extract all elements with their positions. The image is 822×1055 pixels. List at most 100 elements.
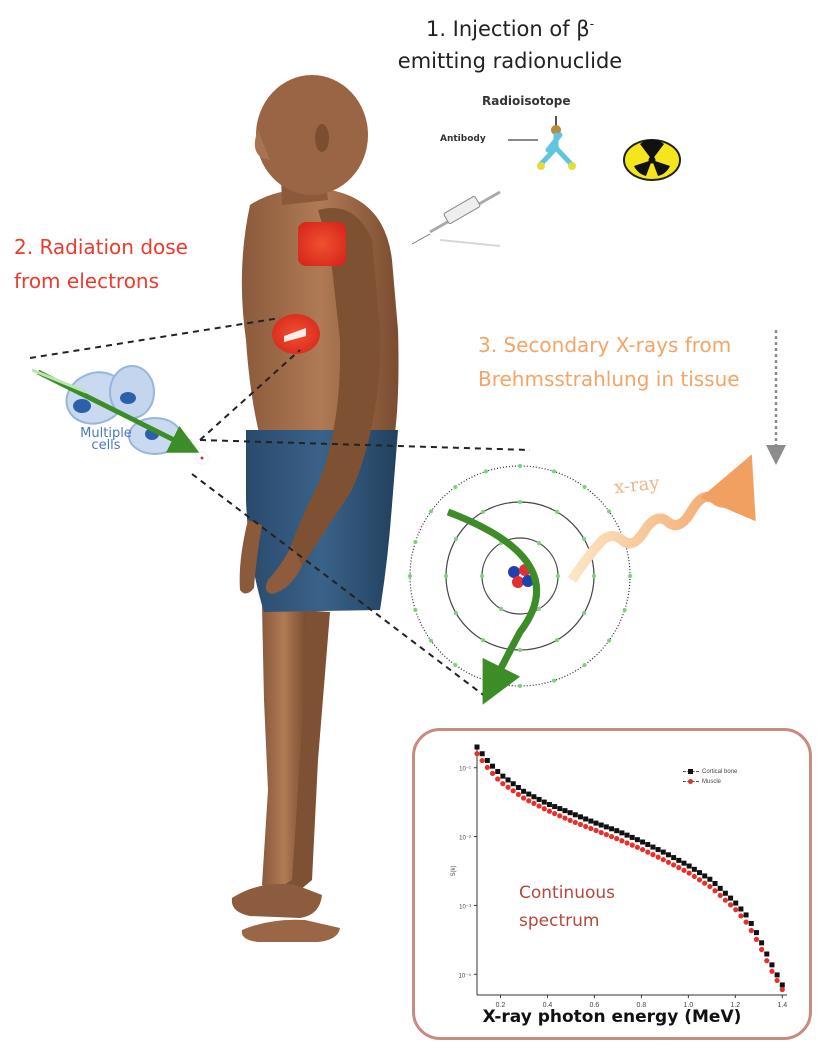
data-point-cortical-bone	[511, 781, 516, 786]
legend-entry: Cortical bone	[683, 767, 737, 777]
data-point-muscle	[630, 843, 635, 848]
data-point-muscle	[650, 852, 655, 857]
data-point-cortical-bone	[568, 810, 573, 815]
atom-electron	[429, 639, 433, 643]
atom-illustration	[408, 464, 740, 688]
data-point-muscle	[609, 834, 614, 839]
atom-electron	[583, 663, 587, 667]
data-point-muscle	[593, 828, 598, 833]
atom-electron	[592, 574, 596, 578]
data-point-muscle	[645, 850, 650, 855]
data-point-muscle	[671, 862, 676, 867]
atom-electron	[518, 464, 522, 468]
data-point-cortical-bone	[635, 837, 640, 842]
data-point-muscle	[702, 881, 707, 886]
data-point-muscle	[661, 857, 666, 862]
data-point-cortical-bone	[733, 901, 738, 906]
data-point-muscle	[495, 776, 500, 781]
data-point-muscle	[723, 898, 728, 903]
data-point-cortical-bone	[692, 867, 697, 872]
data-point-cortical-bone	[562, 808, 567, 813]
data-point-cortical-bone	[495, 769, 500, 774]
data-point-muscle	[474, 751, 479, 756]
data-point-muscle	[480, 758, 485, 763]
data-point-cortical-bone	[775, 972, 780, 977]
atom-electron	[484, 469, 488, 473]
atom-electron	[453, 663, 457, 667]
data-point-muscle	[557, 813, 562, 818]
data-point-muscle	[743, 920, 748, 925]
data-point-muscle	[562, 815, 567, 820]
chart-x-axis-label: X-ray photon energy (MeV)	[415, 1007, 809, 1027]
data-point-muscle	[656, 855, 661, 860]
y-tick-label: 10⁻⁴	[459, 972, 472, 979]
data-point-muscle	[676, 865, 681, 870]
data-point-muscle	[769, 969, 774, 974]
data-point-cortical-bone	[578, 814, 583, 819]
data-point-cortical-bone	[552, 804, 557, 809]
atom-electron	[454, 537, 458, 541]
data-point-muscle	[578, 822, 583, 827]
data-point-cortical-bone	[718, 886, 723, 891]
legend-swatch	[683, 771, 699, 772]
data-point-muscle	[588, 826, 593, 831]
data-point-muscle	[516, 792, 521, 797]
antibody-icon	[508, 116, 576, 170]
data-point-muscle	[718, 893, 723, 898]
atom-electron	[537, 541, 541, 545]
data-point-muscle	[490, 771, 495, 776]
data-point-cortical-bone	[573, 812, 578, 817]
data-point-muscle	[500, 781, 505, 786]
data-point-cortical-bone	[599, 823, 604, 828]
step1-label: 1. Injection of β- emitting radionuclide	[360, 8, 660, 77]
shoulder-dose-spot	[298, 222, 346, 266]
xray-photon-wave	[572, 482, 740, 580]
data-point-cortical-bone	[630, 835, 635, 840]
data-point-muscle	[754, 937, 759, 942]
data-point-cortical-bone	[594, 821, 599, 826]
data-point-muscle	[542, 806, 547, 811]
data-point-muscle	[604, 832, 609, 837]
cells-label: Multiple cells	[66, 428, 146, 452]
y-tick-label: 10⁻¹	[459, 767, 471, 773]
data-point-cortical-bone	[490, 764, 495, 769]
data-point-cortical-bone	[661, 850, 666, 855]
data-point-muscle	[666, 860, 671, 865]
data-point-cortical-bone	[485, 758, 490, 763]
data-point-cortical-bone	[516, 785, 521, 790]
data-point-cortical-bone	[614, 828, 619, 833]
atom-electron	[518, 500, 522, 504]
data-point-muscle	[505, 785, 510, 790]
data-point-cortical-bone	[697, 870, 702, 875]
data-point-cortical-bone	[526, 792, 531, 797]
data-point-cortical-bone	[713, 881, 718, 886]
chart-legend: Cortical boneMuscle	[683, 767, 737, 787]
data-point-muscle	[521, 795, 526, 800]
data-point-cortical-bone	[769, 962, 774, 967]
data-point-cortical-bone	[480, 751, 485, 756]
data-point-muscle	[707, 884, 712, 889]
data-point-muscle	[697, 877, 702, 882]
data-point-muscle	[728, 902, 733, 907]
atom-electron	[454, 611, 458, 615]
data-point-muscle	[712, 888, 717, 893]
atom-electron	[413, 608, 417, 612]
data-point-cortical-bone	[475, 745, 480, 750]
data-point-cortical-bone	[506, 777, 511, 782]
data-point-muscle	[681, 868, 686, 873]
atom-electron	[582, 611, 586, 615]
data-point-cortical-bone	[531, 794, 536, 799]
atom-electron	[607, 509, 611, 513]
data-point-cortical-bone	[676, 858, 681, 863]
data-point-cortical-bone	[625, 833, 630, 838]
data-point-cortical-bone	[702, 873, 707, 878]
y-tick-label: 10⁻²	[459, 836, 471, 842]
human-figure	[232, 75, 399, 942]
data-point-cortical-bone	[619, 830, 624, 835]
y-axis-label: S(k)	[451, 866, 457, 877]
atom-electron	[518, 684, 522, 688]
data-point-muscle	[583, 824, 588, 829]
data-point-cortical-bone	[521, 789, 526, 794]
data-point-muscle	[599, 830, 604, 835]
